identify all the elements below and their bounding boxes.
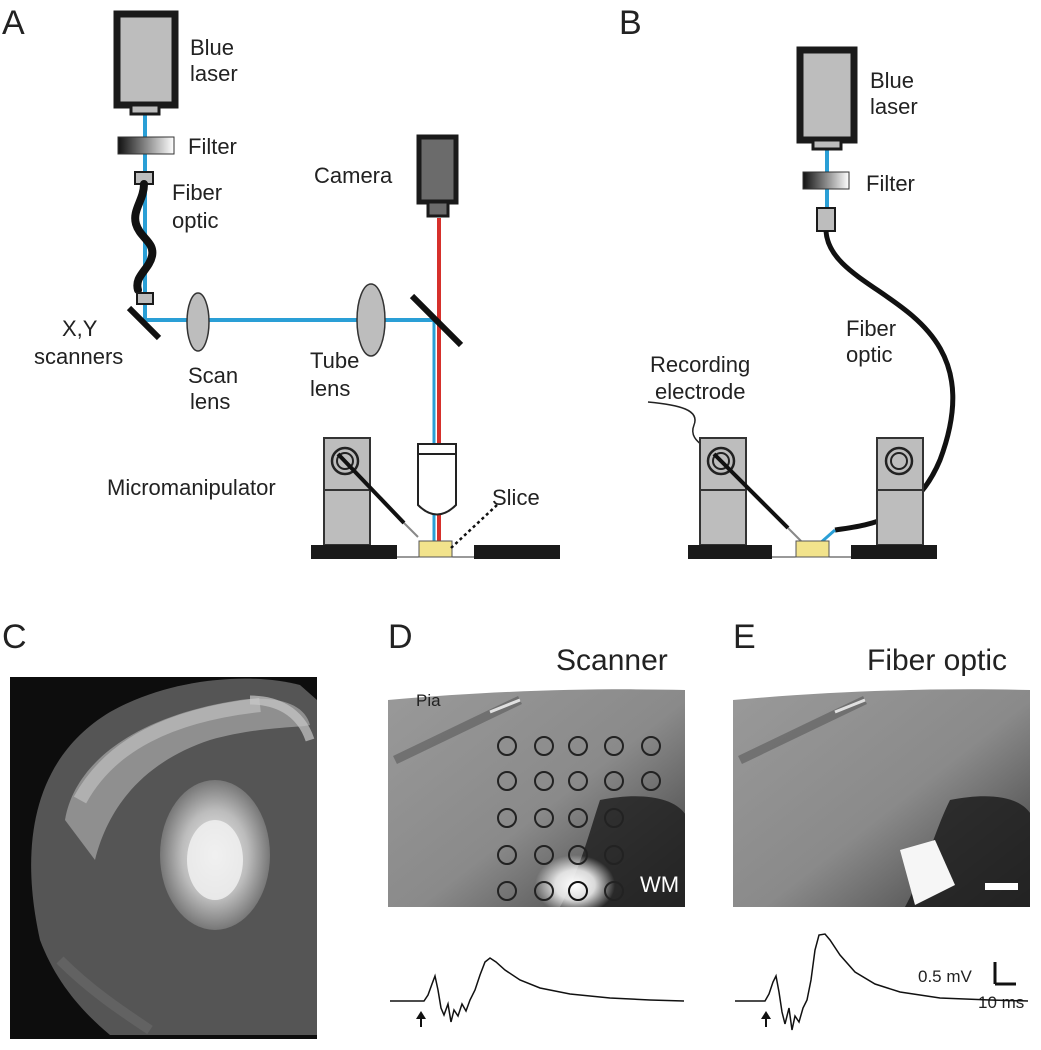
objective-icon: [417, 443, 457, 516]
panel-d-title: Scanner: [556, 644, 668, 677]
b-laser-label-2: laser: [870, 94, 918, 119]
laser-label-2: laser: [190, 61, 238, 86]
pia-label: Pia: [416, 691, 441, 710]
grid-spot: [604, 845, 624, 865]
panel-c-letter: C: [2, 618, 27, 656]
stimulus-arrow-icon: [416, 1011, 426, 1027]
camera-icon: [416, 134, 459, 218]
b-filter-icon: [802, 171, 850, 190]
grid-spot: [568, 736, 588, 756]
grid-spot: [534, 881, 554, 901]
fiber-optic-trace: [735, 933, 1029, 1031]
b-fiber-label-1: Fiber: [846, 316, 896, 341]
blue-laser-icon: [113, 10, 179, 116]
scanner-slice-image: [388, 677, 685, 907]
panel-b: B Blue laser Filter Fiber optic Recordin…: [619, 4, 956, 559]
panel-b-letter: B: [619, 4, 642, 42]
b-slice-icon: [795, 540, 830, 558]
micromanipulator-icon: [323, 437, 419, 546]
stage-right: [474, 545, 560, 559]
b-blue-laser-icon: [796, 46, 858, 151]
xy-scanner-mirror-icon: [126, 305, 162, 341]
camera-label: Camera: [314, 163, 393, 188]
b-electrode-label-1: Recording: [650, 352, 750, 377]
trace-scale-bar: [993, 962, 1016, 986]
grid-spot: [604, 808, 624, 828]
slice-icon: [418, 540, 453, 558]
stimulation-grid: [497, 736, 661, 901]
b-stage-left: [688, 545, 772, 559]
scale-bar-time-label: 10 ms: [978, 993, 1024, 1012]
grid-spot: [534, 771, 554, 791]
grid-spot: [497, 736, 517, 756]
stage-left: [311, 545, 397, 559]
filter-label: Filter: [188, 134, 237, 159]
fiber-slice-image: [733, 677, 1030, 907]
image-scale-bar: [985, 883, 1018, 890]
scan-lens-label-2: lens: [190, 389, 230, 414]
panel-e: E Fiber optic 0.5 mV 10 ms: [733, 618, 1030, 1031]
panel-c: C: [2, 618, 318, 1039]
grid-spot: [534, 736, 554, 756]
panel-a: A Blue laser Filter Fiber optic X,Y scan…: [2, 4, 560, 559]
grid-spot: [604, 771, 624, 791]
tube-lens-label-1: Tube: [310, 348, 359, 373]
b-micromanipulator-left-icon: [699, 437, 802, 546]
grid-spot: [568, 845, 588, 865]
fiber-label-2: optic: [172, 208, 218, 233]
grid-spot: [641, 736, 661, 756]
grid-spot: [534, 808, 554, 828]
panel-e-title: Fiber optic: [867, 644, 1007, 677]
b-electrode-label-2: electrode: [655, 379, 746, 404]
tube-lens-label-2: lens: [310, 376, 350, 401]
fiber-optic-coil-icon: [131, 171, 157, 305]
scan-lens-icon: [186, 292, 210, 352]
b-filter-label: Filter: [866, 171, 915, 196]
scanners-label-1: X,Y: [62, 316, 98, 341]
tube-lens-icon: [356, 283, 386, 357]
micromanipulator-label: Micromanipulator: [107, 475, 276, 500]
grid-spot: [568, 881, 588, 901]
panel-d-letter: D: [388, 618, 413, 656]
grid-spot: [604, 881, 624, 901]
dichroic-mirror-icon: [409, 293, 464, 348]
b-micromanipulator-right-icon: [876, 437, 924, 546]
grid-spot: [497, 881, 517, 901]
panel-a-letter: A: [2, 4, 25, 42]
scanners-label-2: scanners: [34, 344, 123, 369]
filter-icon: [117, 136, 175, 155]
grid-spot: [497, 808, 517, 828]
laser-label-1: Blue: [190, 35, 234, 60]
slice-label: Slice: [492, 485, 540, 510]
wm-label: WM: [640, 872, 679, 897]
grid-spot: [497, 845, 517, 865]
scanner-trace: [390, 957, 685, 1023]
scan-lens-label-1: Scan: [188, 363, 238, 388]
b-stage-right: [851, 545, 937, 559]
brain-slice-image: [31, 678, 318, 1035]
grid-spot: [534, 845, 554, 865]
grid-spot: [568, 808, 588, 828]
b-laser-label-1: Blue: [870, 68, 914, 93]
panel-d: D Scanner Pia WM: [388, 618, 685, 1027]
grid-spot: [641, 771, 661, 791]
grid-spot: [568, 771, 588, 791]
panel-e-letter: E: [733, 618, 756, 656]
slice-pointer: [450, 504, 498, 549]
e-stimulus-arrow-icon: [761, 1011, 771, 1027]
grid-spot: [604, 736, 624, 756]
grid-spot: [497, 771, 517, 791]
b-fiber-label-2: optic: [846, 342, 892, 367]
scale-bar-voltage-label: 0.5 mV: [918, 967, 973, 986]
fiber-label-1: Fiber: [172, 180, 222, 205]
